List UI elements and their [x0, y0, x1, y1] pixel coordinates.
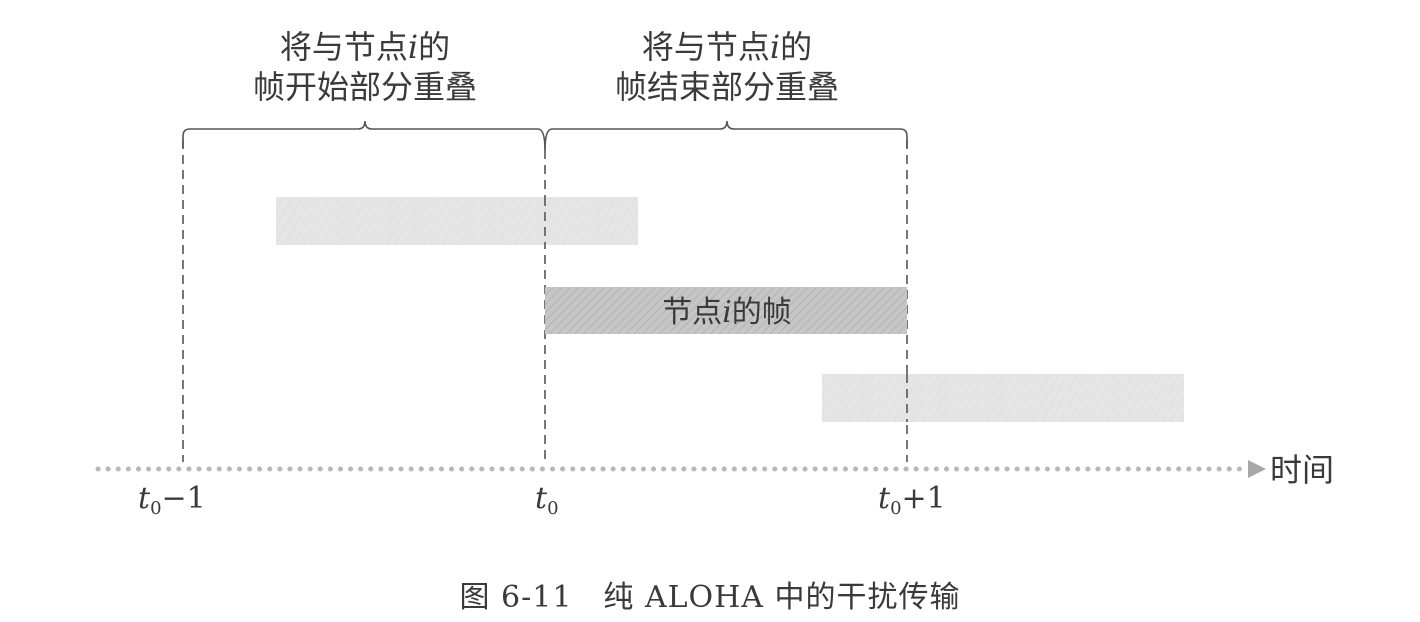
end-overlap-label-line1: 将与节点i的 [642, 28, 812, 66]
time-axis-label: 时间 [1270, 451, 1334, 489]
tick-label-t0-minus-1: t0−1 [138, 481, 206, 519]
tick-label-t0-plus-1: t0+1 [878, 481, 946, 519]
start-overlap-label-line2: 帧开始部分重叠 [253, 68, 477, 106]
start-overlap-label-line1: 将与节点i的 [280, 28, 450, 66]
time-axis-arrow-icon [1248, 460, 1266, 478]
end-overlap-brace [544, 120, 908, 151]
start-overlap-brace [182, 120, 546, 151]
figure-caption: 图 6-11 纯 ALOHA 中的干扰传输 [459, 580, 961, 615]
interfering-frame-end [822, 374, 1184, 422]
interfering-frame-start [276, 197, 638, 245]
node-i-frame [545, 287, 907, 334]
end-overlap-label-line2: 帧结束部分重叠 [615, 68, 839, 106]
tick-label-t0: t0 [535, 481, 559, 519]
node-i-frame-label: 节点i的帧 [662, 295, 792, 330]
